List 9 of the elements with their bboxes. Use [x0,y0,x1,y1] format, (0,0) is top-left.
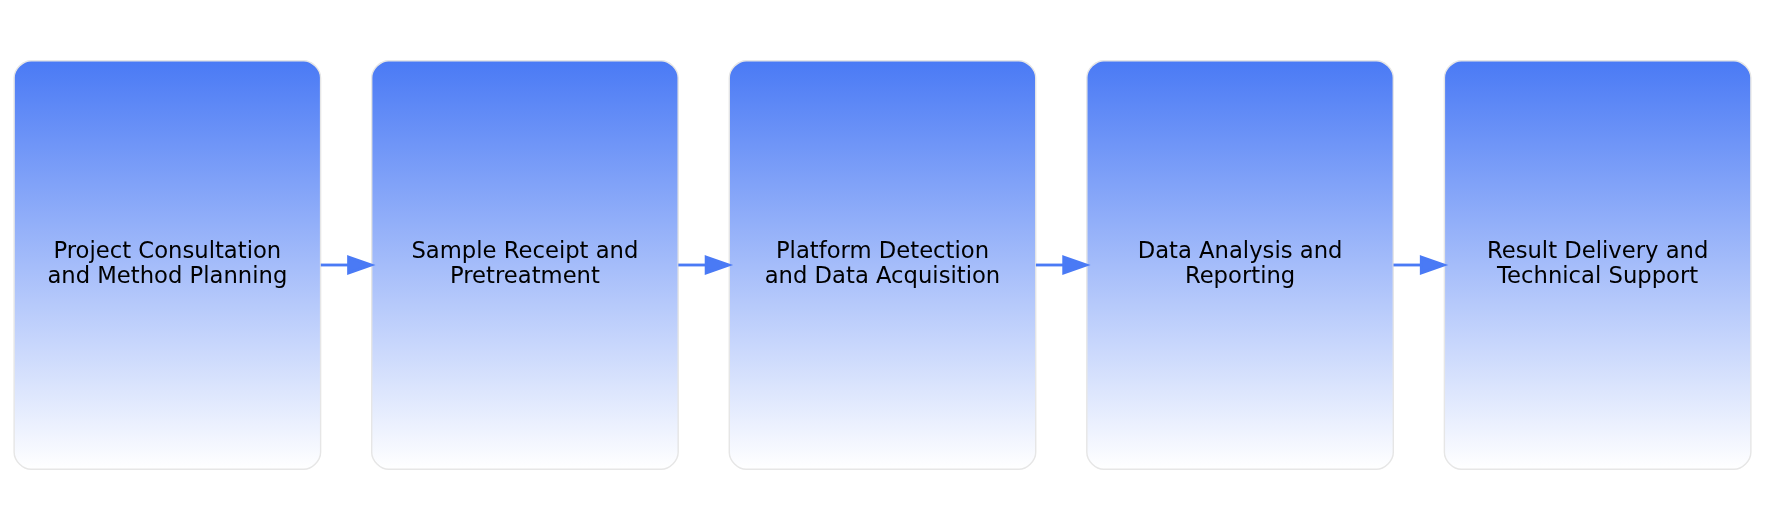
node-box: Project Consultation and Method Planning [13,59,322,471]
arrow [1035,255,1091,275]
node-box: Sample Receipt and Pretreatment [371,59,679,471]
arrow [678,255,734,275]
arrow [320,255,376,275]
arrow [1393,255,1449,275]
node-box: Platform Detection and Data Acquisition [728,59,1037,471]
node-box: Data Analysis and Reporting [1086,59,1394,471]
node-box: Result Delivery and Technical Support [1443,59,1752,471]
